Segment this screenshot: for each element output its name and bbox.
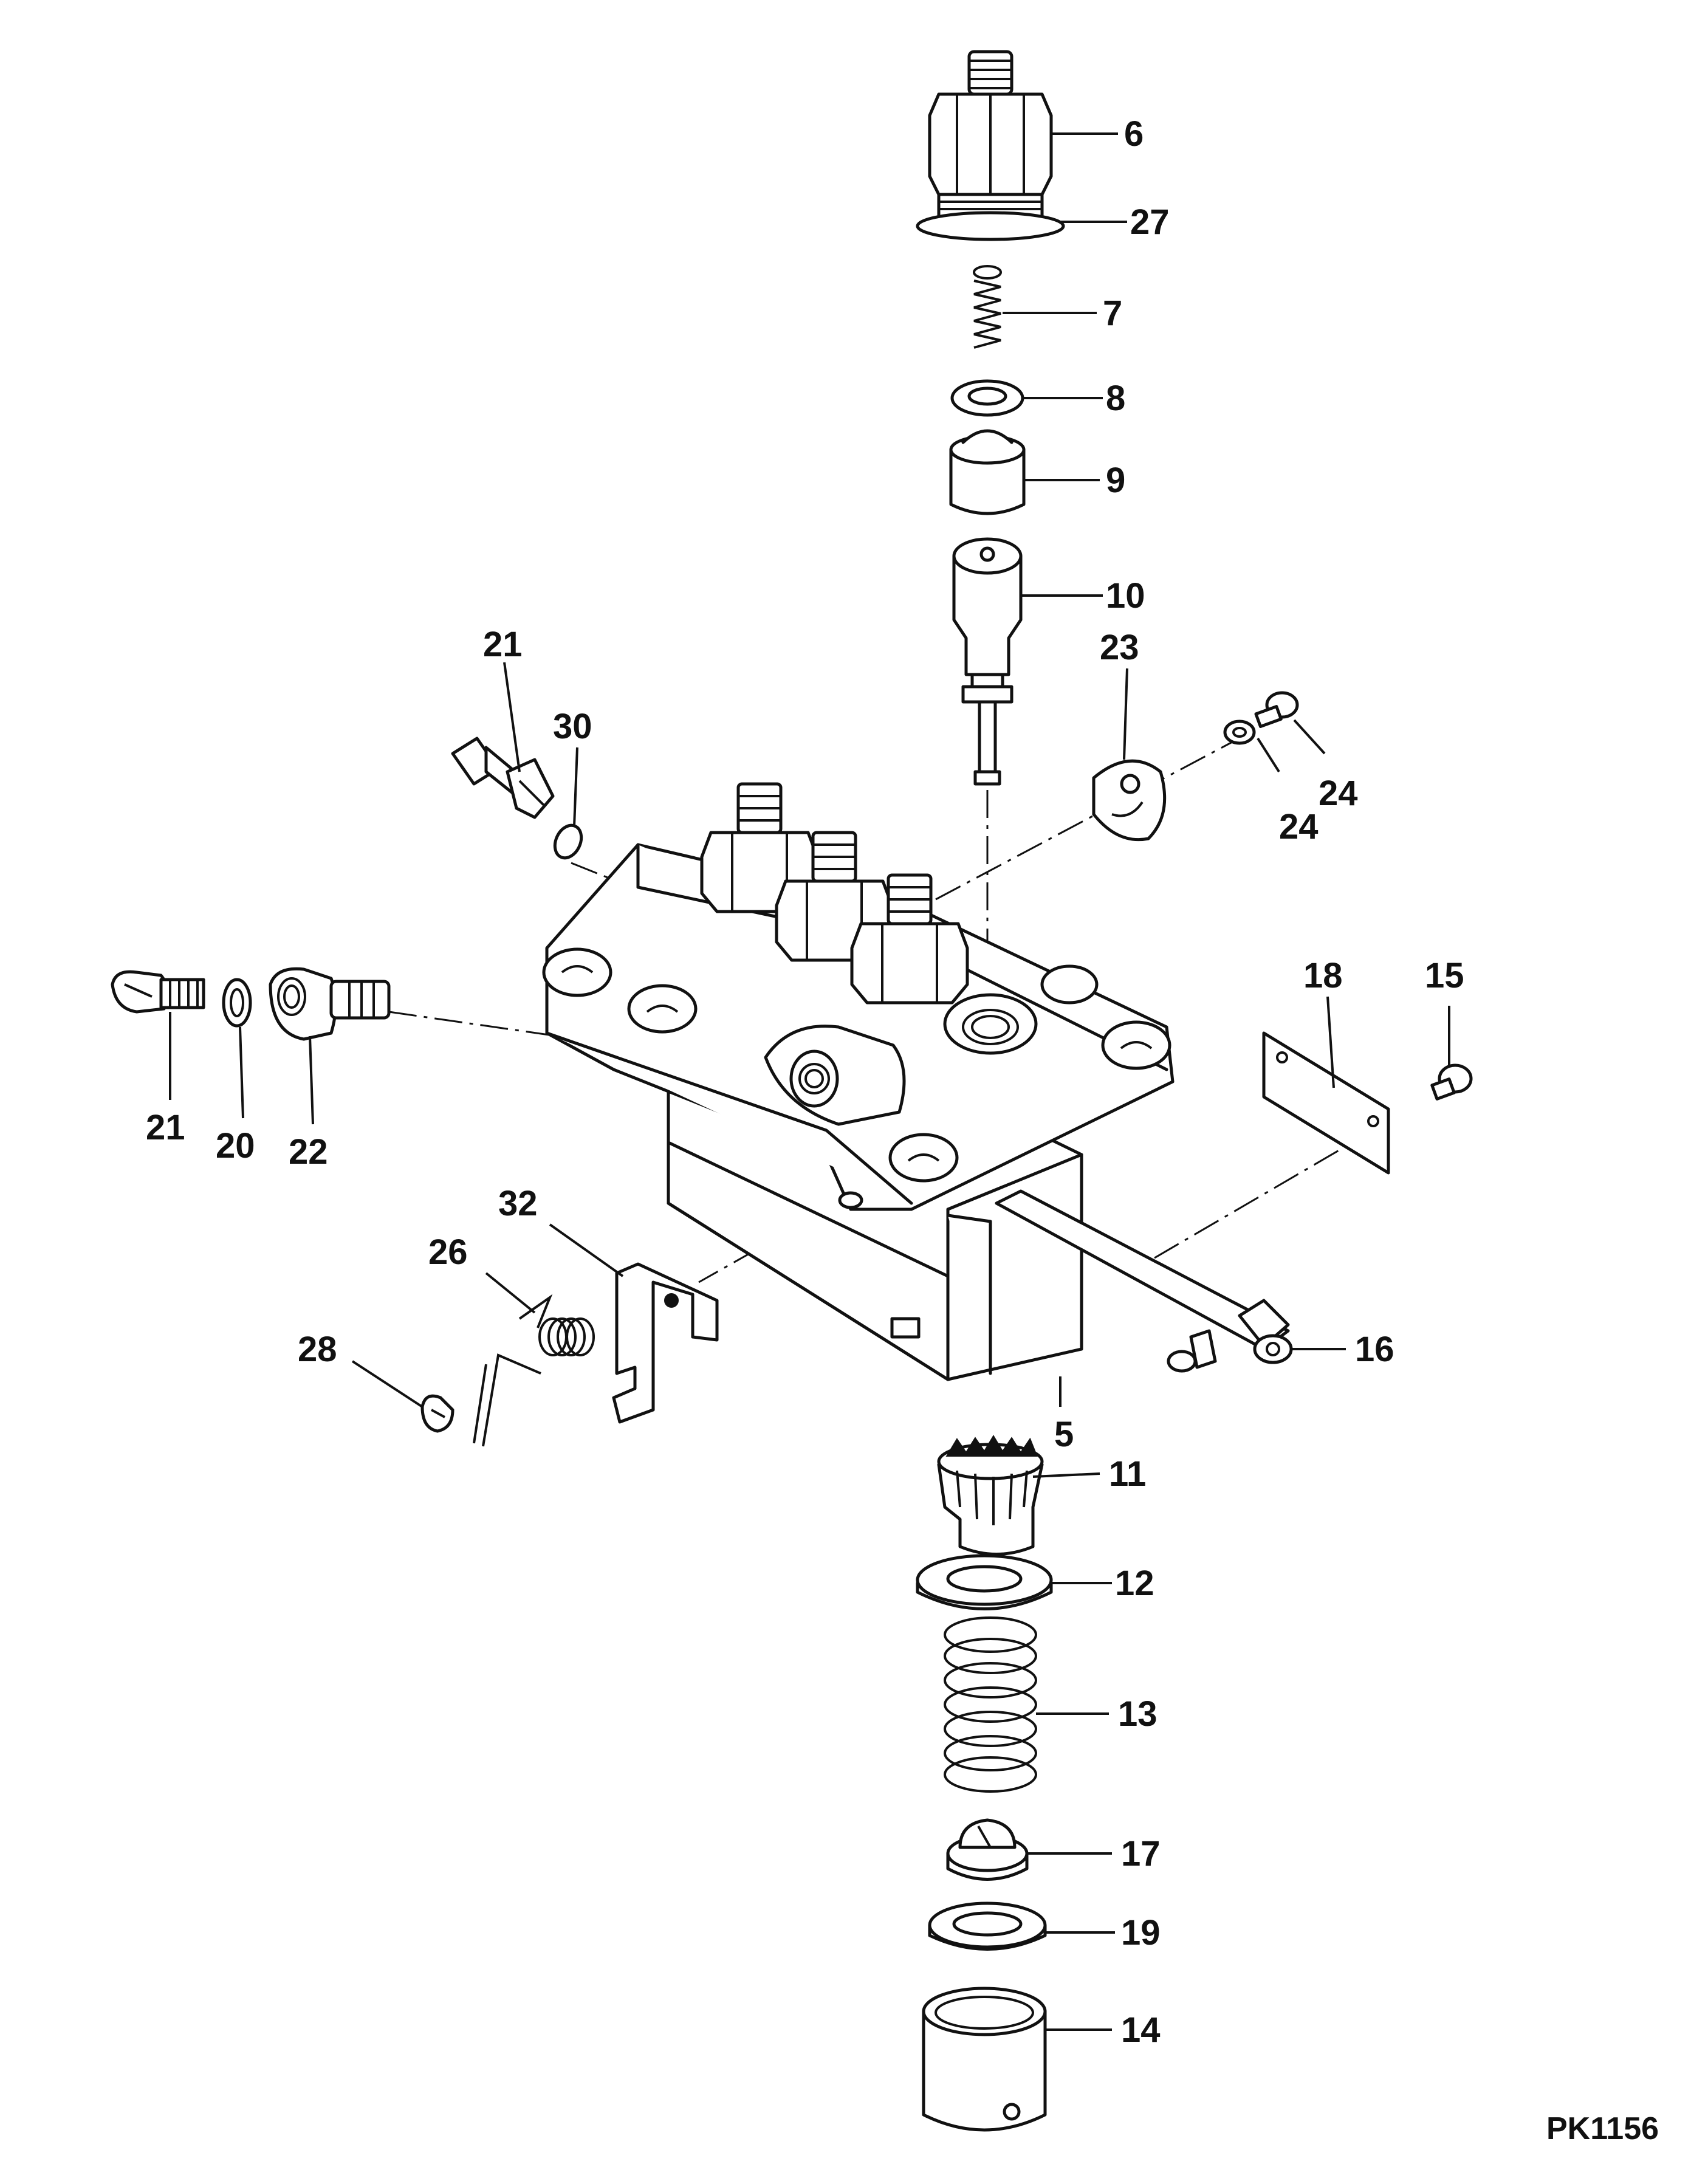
callout-27: 27 <box>1130 202 1170 242</box>
part-13-plunger-spring <box>944 1616 1037 1793</box>
part-18-plate <box>1262 1031 1390 1175</box>
part-14-tappet <box>922 1987 1047 2132</box>
callout-19: 19 <box>1121 1913 1161 1953</box>
callout-12: 12 <box>1115 1564 1154 1603</box>
callout-14: 14 <box>1121 2010 1161 2050</box>
outlet-fitting-3 <box>850 873 969 1005</box>
part-10-plunger-barrel <box>952 537 1023 786</box>
part-28-clip <box>420 1394 454 1433</box>
part-32-lever-plate <box>612 1262 719 1424</box>
part-12-upper-spring-seat <box>916 1554 1053 1610</box>
callout-6: 6 <box>1124 114 1144 154</box>
callout-8: 8 <box>1106 379 1125 418</box>
part-24-washer <box>1223 720 1256 745</box>
leader-lines <box>169 132 1450 2031</box>
callout-15: 15 <box>1425 956 1464 995</box>
callout-10: 10 <box>1106 576 1145 616</box>
callout-30: 30 <box>553 707 592 746</box>
part-16-control-rod <box>995 1189 1293 1373</box>
part-6-delivery-valve-holder <box>928 50 1053 227</box>
part-26-torsion-spring <box>473 1294 595 1447</box>
part-11-control-sleeve-gear <box>937 1435 1044 1556</box>
callout-18: 18 <box>1303 956 1343 995</box>
part-17-lower-spring-seat <box>946 1818 1029 1881</box>
part-7-delivery-valve-spring <box>973 265 1002 349</box>
callout-5: 5 <box>1054 1415 1074 1454</box>
callout-21-top: 21 <box>483 625 523 664</box>
drawing-reference-code: PK1156 <box>1546 2111 1659 2146</box>
part-19-shim <box>928 1901 1047 1951</box>
part-30-washer <box>553 823 583 860</box>
callout-13: 13 <box>1118 1694 1158 1734</box>
callout-20: 20 <box>216 1126 255 1166</box>
callout-32: 32 <box>498 1184 538 1223</box>
callout-7: 7 <box>1103 294 1122 333</box>
callout-21-left: 21 <box>146 1108 185 1147</box>
part-9-delivery-valve <box>949 429 1026 515</box>
callout-11: 11 <box>1109 1454 1146 1494</box>
callout-9: 9 <box>1106 461 1125 500</box>
part-22-banjo-fitting <box>269 967 391 1041</box>
part-27-gasket <box>916 211 1065 241</box>
callout-24-lower: 24 <box>1279 807 1319 847</box>
part-23-cover-plate <box>1092 759 1167 842</box>
callout-28: 28 <box>298 1330 337 1369</box>
callout-labels: 6 27 7 8 9 10 21 30 23 24 24 18 15 21 20… <box>146 114 1464 2050</box>
part-24-screw <box>1254 691 1299 729</box>
callout-16: 16 <box>1355 1330 1394 1369</box>
part-20-washer <box>222 978 252 1028</box>
callout-22: 22 <box>289 1132 328 1172</box>
part-21-bleed-screw-top <box>451 737 555 819</box>
callout-24-upper: 24 <box>1319 774 1358 813</box>
part-15-screw <box>1430 1063 1473 1101</box>
part-21-banjo-bolt <box>111 970 205 1014</box>
part-8-washer <box>950 379 1024 417</box>
callout-26: 26 <box>428 1232 468 1272</box>
callout-17: 17 <box>1121 1834 1161 1874</box>
callout-23: 23 <box>1100 628 1139 667</box>
